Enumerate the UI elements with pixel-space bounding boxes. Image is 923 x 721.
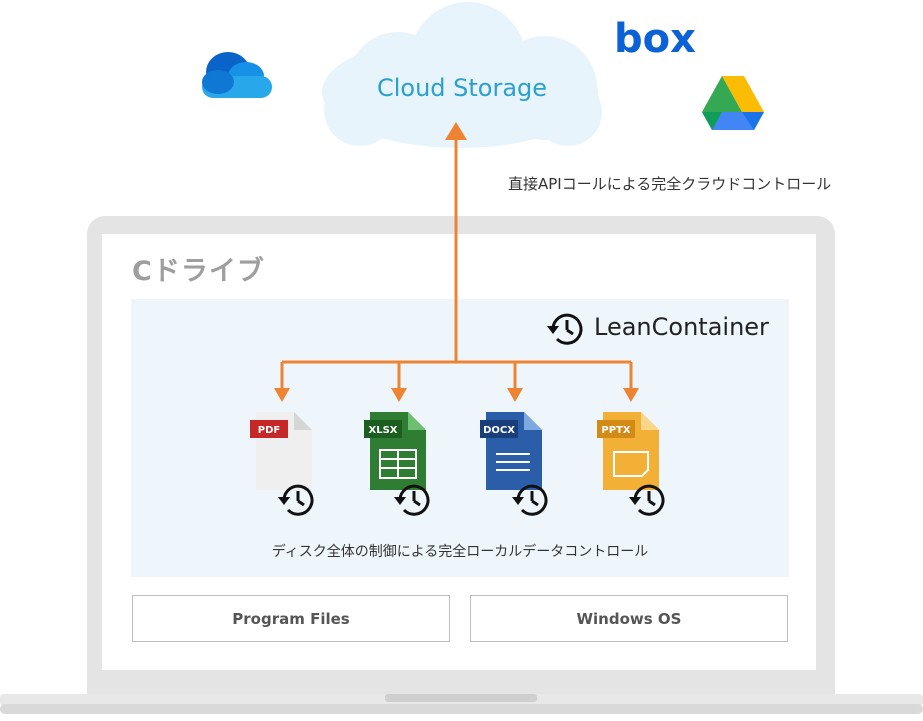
box-logo-icon: box [614, 16, 696, 60]
drive-title: Cドライブ [132, 256, 265, 287]
pptx-file-icon: PPTX [597, 412, 665, 516]
xlsx-file-icon: XLSX [364, 412, 430, 516]
box-logo-text: box [614, 16, 696, 60]
docx-tag: DOCX [483, 425, 515, 436]
api-control-note: 直接APIコールによる完全クラウドコントロール [508, 175, 832, 193]
pptx-tag: PPTX [601, 425, 630, 436]
xlsx-tag: XLSX [369, 425, 398, 436]
lean-container-label: LeanContainer [594, 313, 769, 341]
lean-container-panel [131, 299, 789, 577]
program-files-box: Program Files [132, 595, 450, 642]
cloud-storage-label: Cloud Storage [376, 74, 548, 102]
history-icon [547, 313, 583, 345]
local-control-note: ディスク全体の制御による完全ローカルデータコントロール [271, 544, 649, 560]
laptop-base [0, 694, 923, 714]
windows-os-box: Windows OS [470, 595, 788, 642]
google-drive-icon [702, 76, 764, 130]
arrow-up-head [445, 122, 467, 140]
cloud-shape [322, 2, 602, 148]
docx-file-icon: DOCX [480, 412, 548, 516]
pdf-file-icon: PDF [250, 412, 314, 516]
onedrive-icon [202, 52, 272, 98]
pdf-tag: PDF [258, 425, 280, 436]
